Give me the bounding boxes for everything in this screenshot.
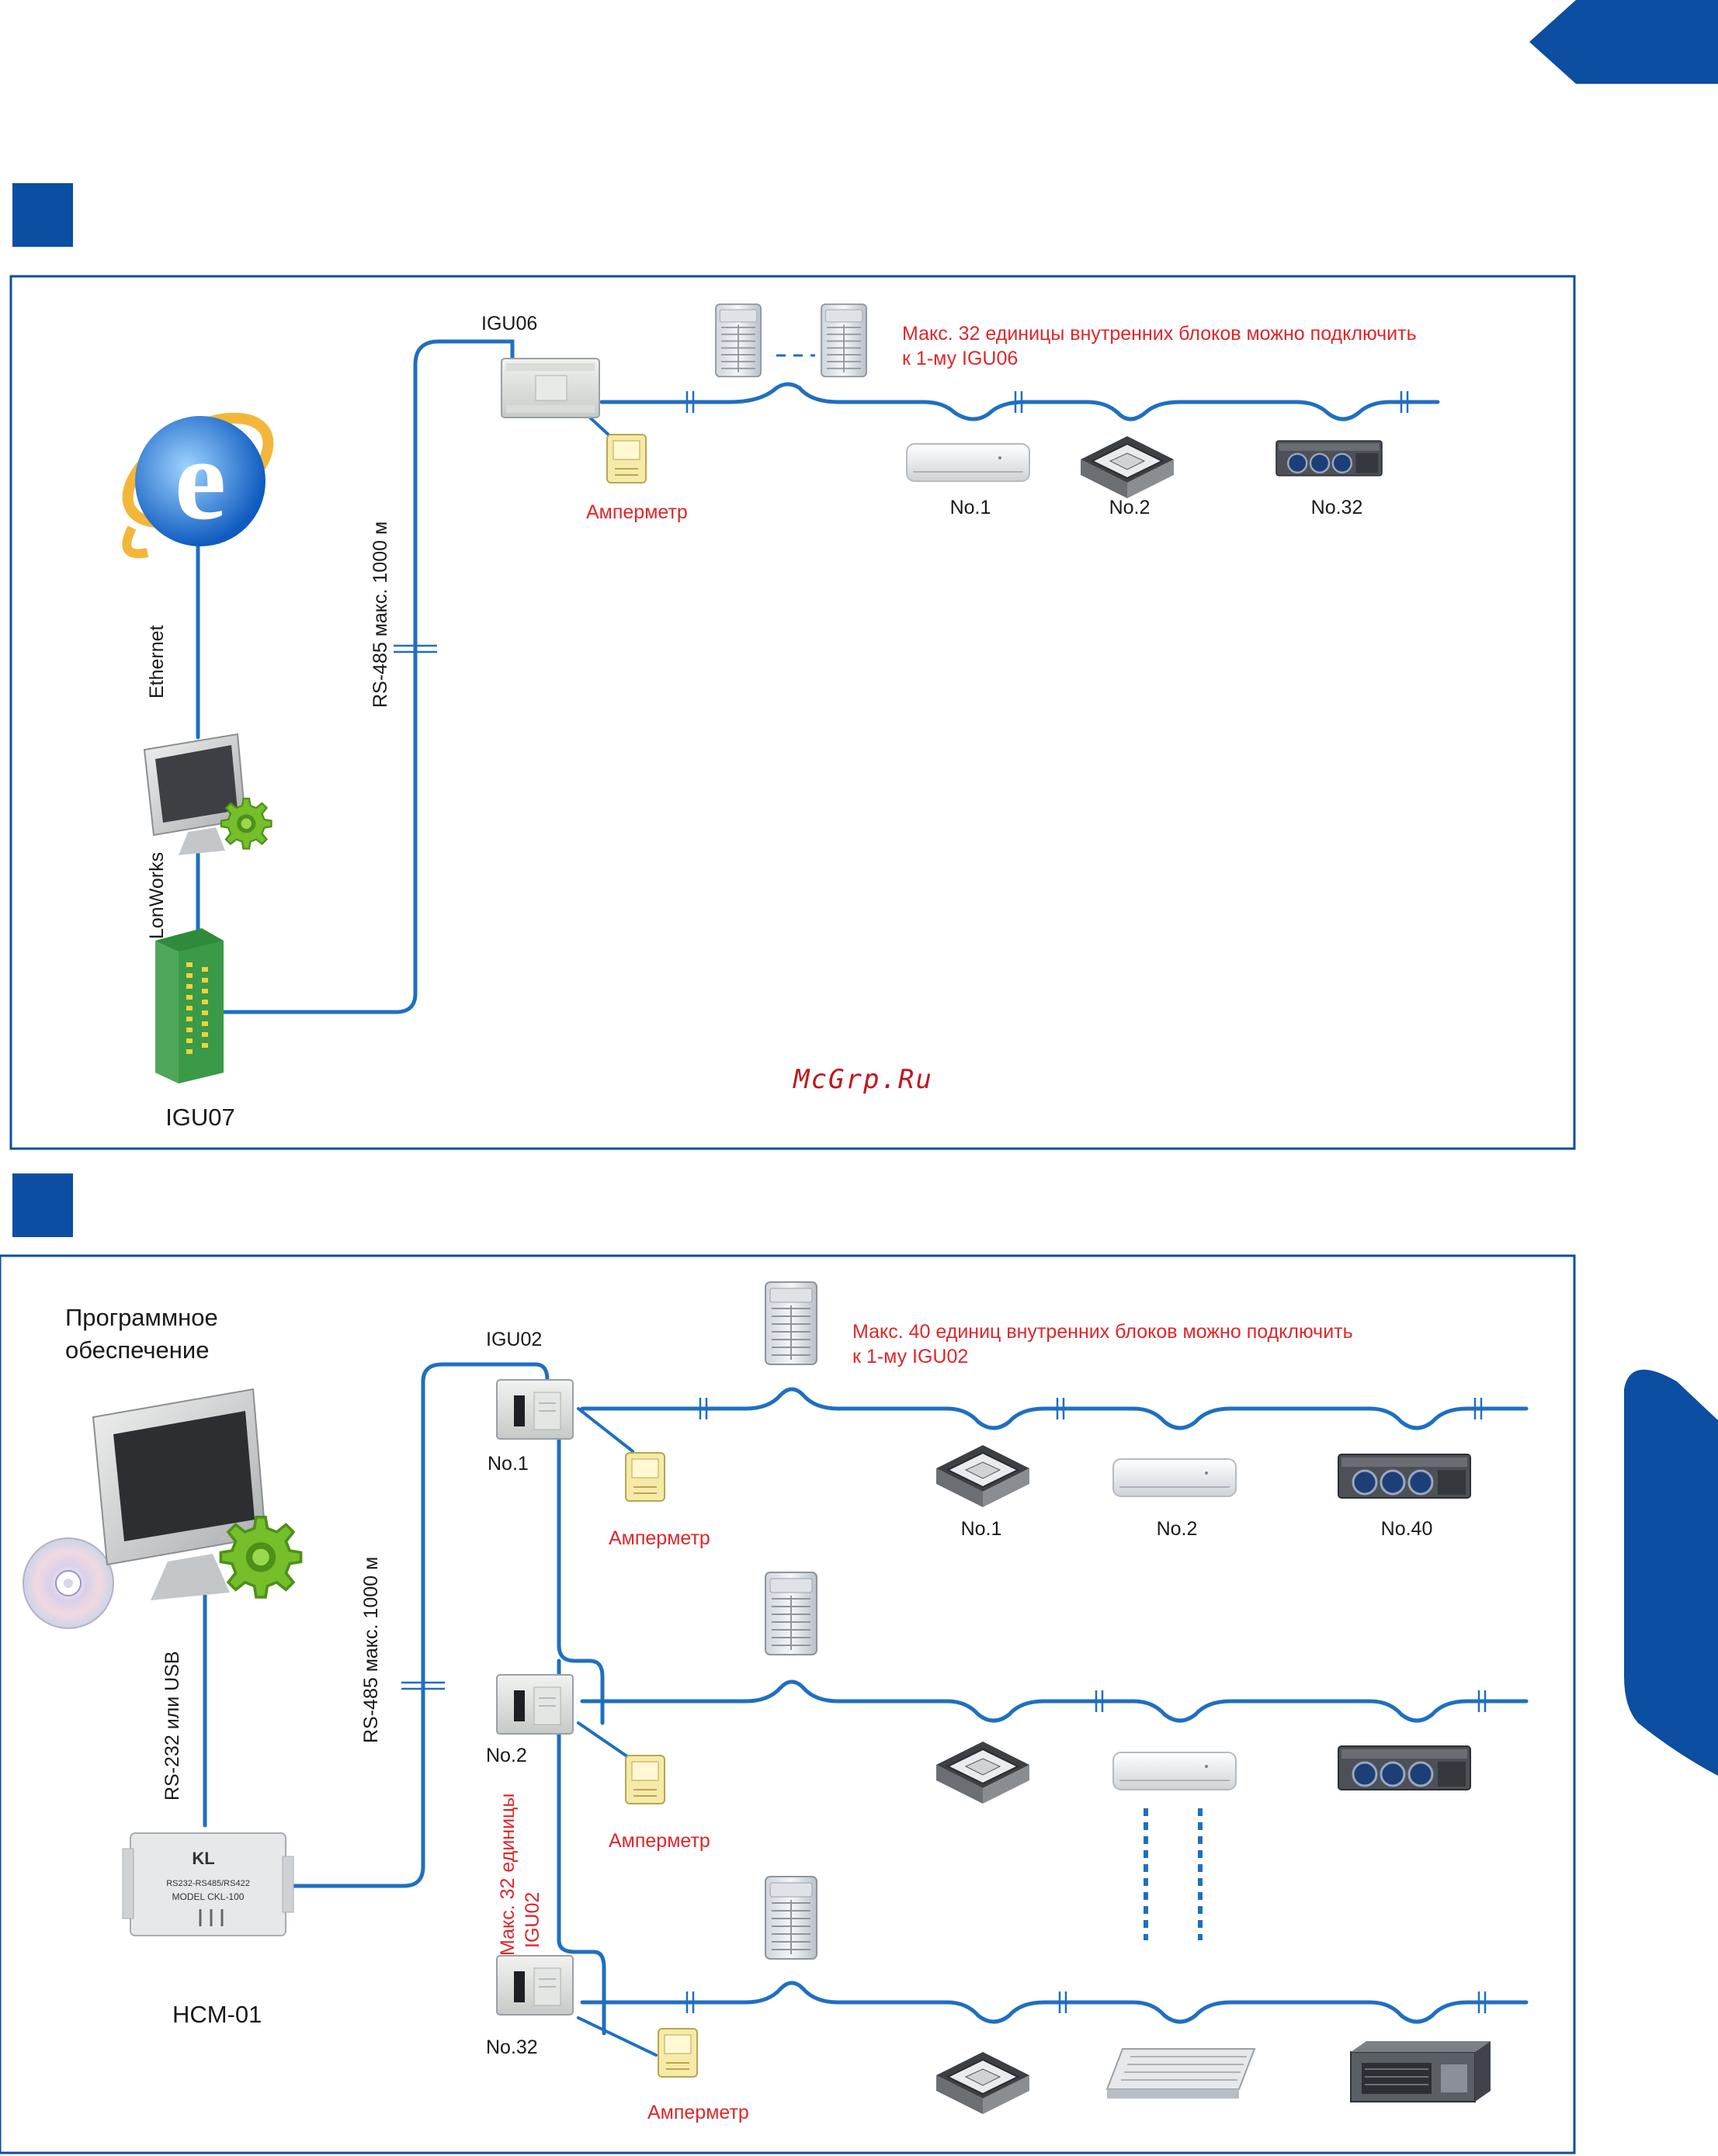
- unit-label-no32: No.32: [1311, 497, 1363, 518]
- converter-box-icon: KL RS232-RS485/RS422 MODEL CKL-100: [122, 1832, 294, 1936]
- diagram1: e: [9, 275, 1576, 1150]
- max-units-note-line1: Макс. 40 единиц внутренних блоков можно …: [852, 1321, 1353, 1343]
- max-units-note-line2: к 1-му IGU02: [852, 1346, 968, 1367]
- rs485-label: RS-485 макс. 1000 м: [370, 522, 391, 708]
- ammeter-icon: [606, 434, 647, 484]
- software-label-line2: обеспечение: [65, 1336, 209, 1364]
- rs485-label: RS-485 макс. 1000 м: [360, 1557, 382, 1743]
- converter-line1: RS232-RS485/RS422: [166, 1879, 250, 1888]
- igu07-label: IGU07: [165, 1104, 235, 1131]
- unit-label-no40: No.40: [1381, 1518, 1433, 1540]
- ammeter-label: Амперметр: [586, 501, 688, 523]
- unit-label-no1: No.1: [961, 1518, 1002, 1540]
- converter-line2: MODEL CKL-100: [172, 1891, 245, 1902]
- wall-unit-icon: [906, 443, 1030, 482]
- vertical-note-line2: IGU02: [522, 1892, 543, 1948]
- duct-unit-icon: [1350, 2040, 1491, 2102]
- diagram2-links: [203, 1362, 1529, 2057]
- diagram1-frame: [9, 275, 1576, 1150]
- ammeter-label-1: Амперметр: [609, 1527, 710, 1549]
- diagram2: KL RS232-RS485/RS422 MODEL CKL-100: [0, 1254, 1576, 2154]
- duct-unit-icon: [1337, 1453, 1472, 1499]
- outdoor-unit-icon: [715, 303, 867, 378]
- igu02-no1-label: No.1: [488, 1453, 529, 1475]
- igu06-label: IGU06: [481, 313, 537, 334]
- igu02-no32-label: No.32: [486, 2036, 538, 2058]
- igu02-no2-label: No.2: [486, 1745, 527, 1766]
- duct-unit-icon: [1337, 1745, 1472, 1791]
- max-units-note-line2: к 1-му IGU06: [902, 348, 1018, 369]
- cd-icon: [23, 1537, 114, 1629]
- section2-marker: [12, 1173, 73, 1237]
- ammeter-label-3: Амперметр: [647, 2102, 749, 2123]
- side-tab: [1624, 1369, 1718, 1776]
- page-corner-tab: [1529, 0, 1718, 84]
- rs232-label: RS-232 или USB: [161, 1651, 183, 1801]
- monitor-gear-icon: [143, 733, 272, 855]
- monitor-gear-icon: [92, 1388, 303, 1600]
- svg-text:e: e: [175, 415, 227, 544]
- section1-marker: [12, 183, 73, 247]
- ceiling-unit-icon: [1106, 2048, 1255, 2099]
- watermark: McGrp.Ru: [793, 1064, 933, 1095]
- diagram2-cutmarks: [401, 1396, 1487, 2015]
- wall-unit-icon: [1112, 1752, 1237, 1790]
- ammeter-label-2: Амперметр: [609, 1830, 710, 1852]
- igu07-module-icon: [155, 928, 224, 1083]
- igu06-module-icon: [501, 358, 600, 418]
- duct-unit-icon: [1275, 439, 1383, 477]
- diagram1-cutmarks: [394, 390, 1409, 653]
- diagram1-links: [196, 339, 1440, 1014]
- unit-label-no2: No.2: [1157, 1518, 1198, 1540]
- max-units-note-line1: Макс. 32 единицы внутренних блоков можно…: [902, 323, 1417, 345]
- hcm01-label: HCM-01: [172, 2001, 262, 2028]
- vertical-note-line1: Макс. 32 единицы: [497, 1794, 519, 1956]
- igu02-label: IGU02: [486, 1329, 542, 1350]
- ethernet-label: Ethernet: [146, 625, 168, 698]
- internet-explorer-icon: e: [122, 412, 274, 559]
- unit-label-no2: No.2: [1109, 497, 1151, 518]
- lonworks-label: LonWorks: [146, 852, 168, 939]
- converter-brand: KL: [192, 1849, 214, 1868]
- software-label-line1: Программное: [65, 1304, 218, 1331]
- unit-label-no1: No.1: [950, 497, 991, 518]
- wall-unit-icon: [1112, 1458, 1237, 1497]
